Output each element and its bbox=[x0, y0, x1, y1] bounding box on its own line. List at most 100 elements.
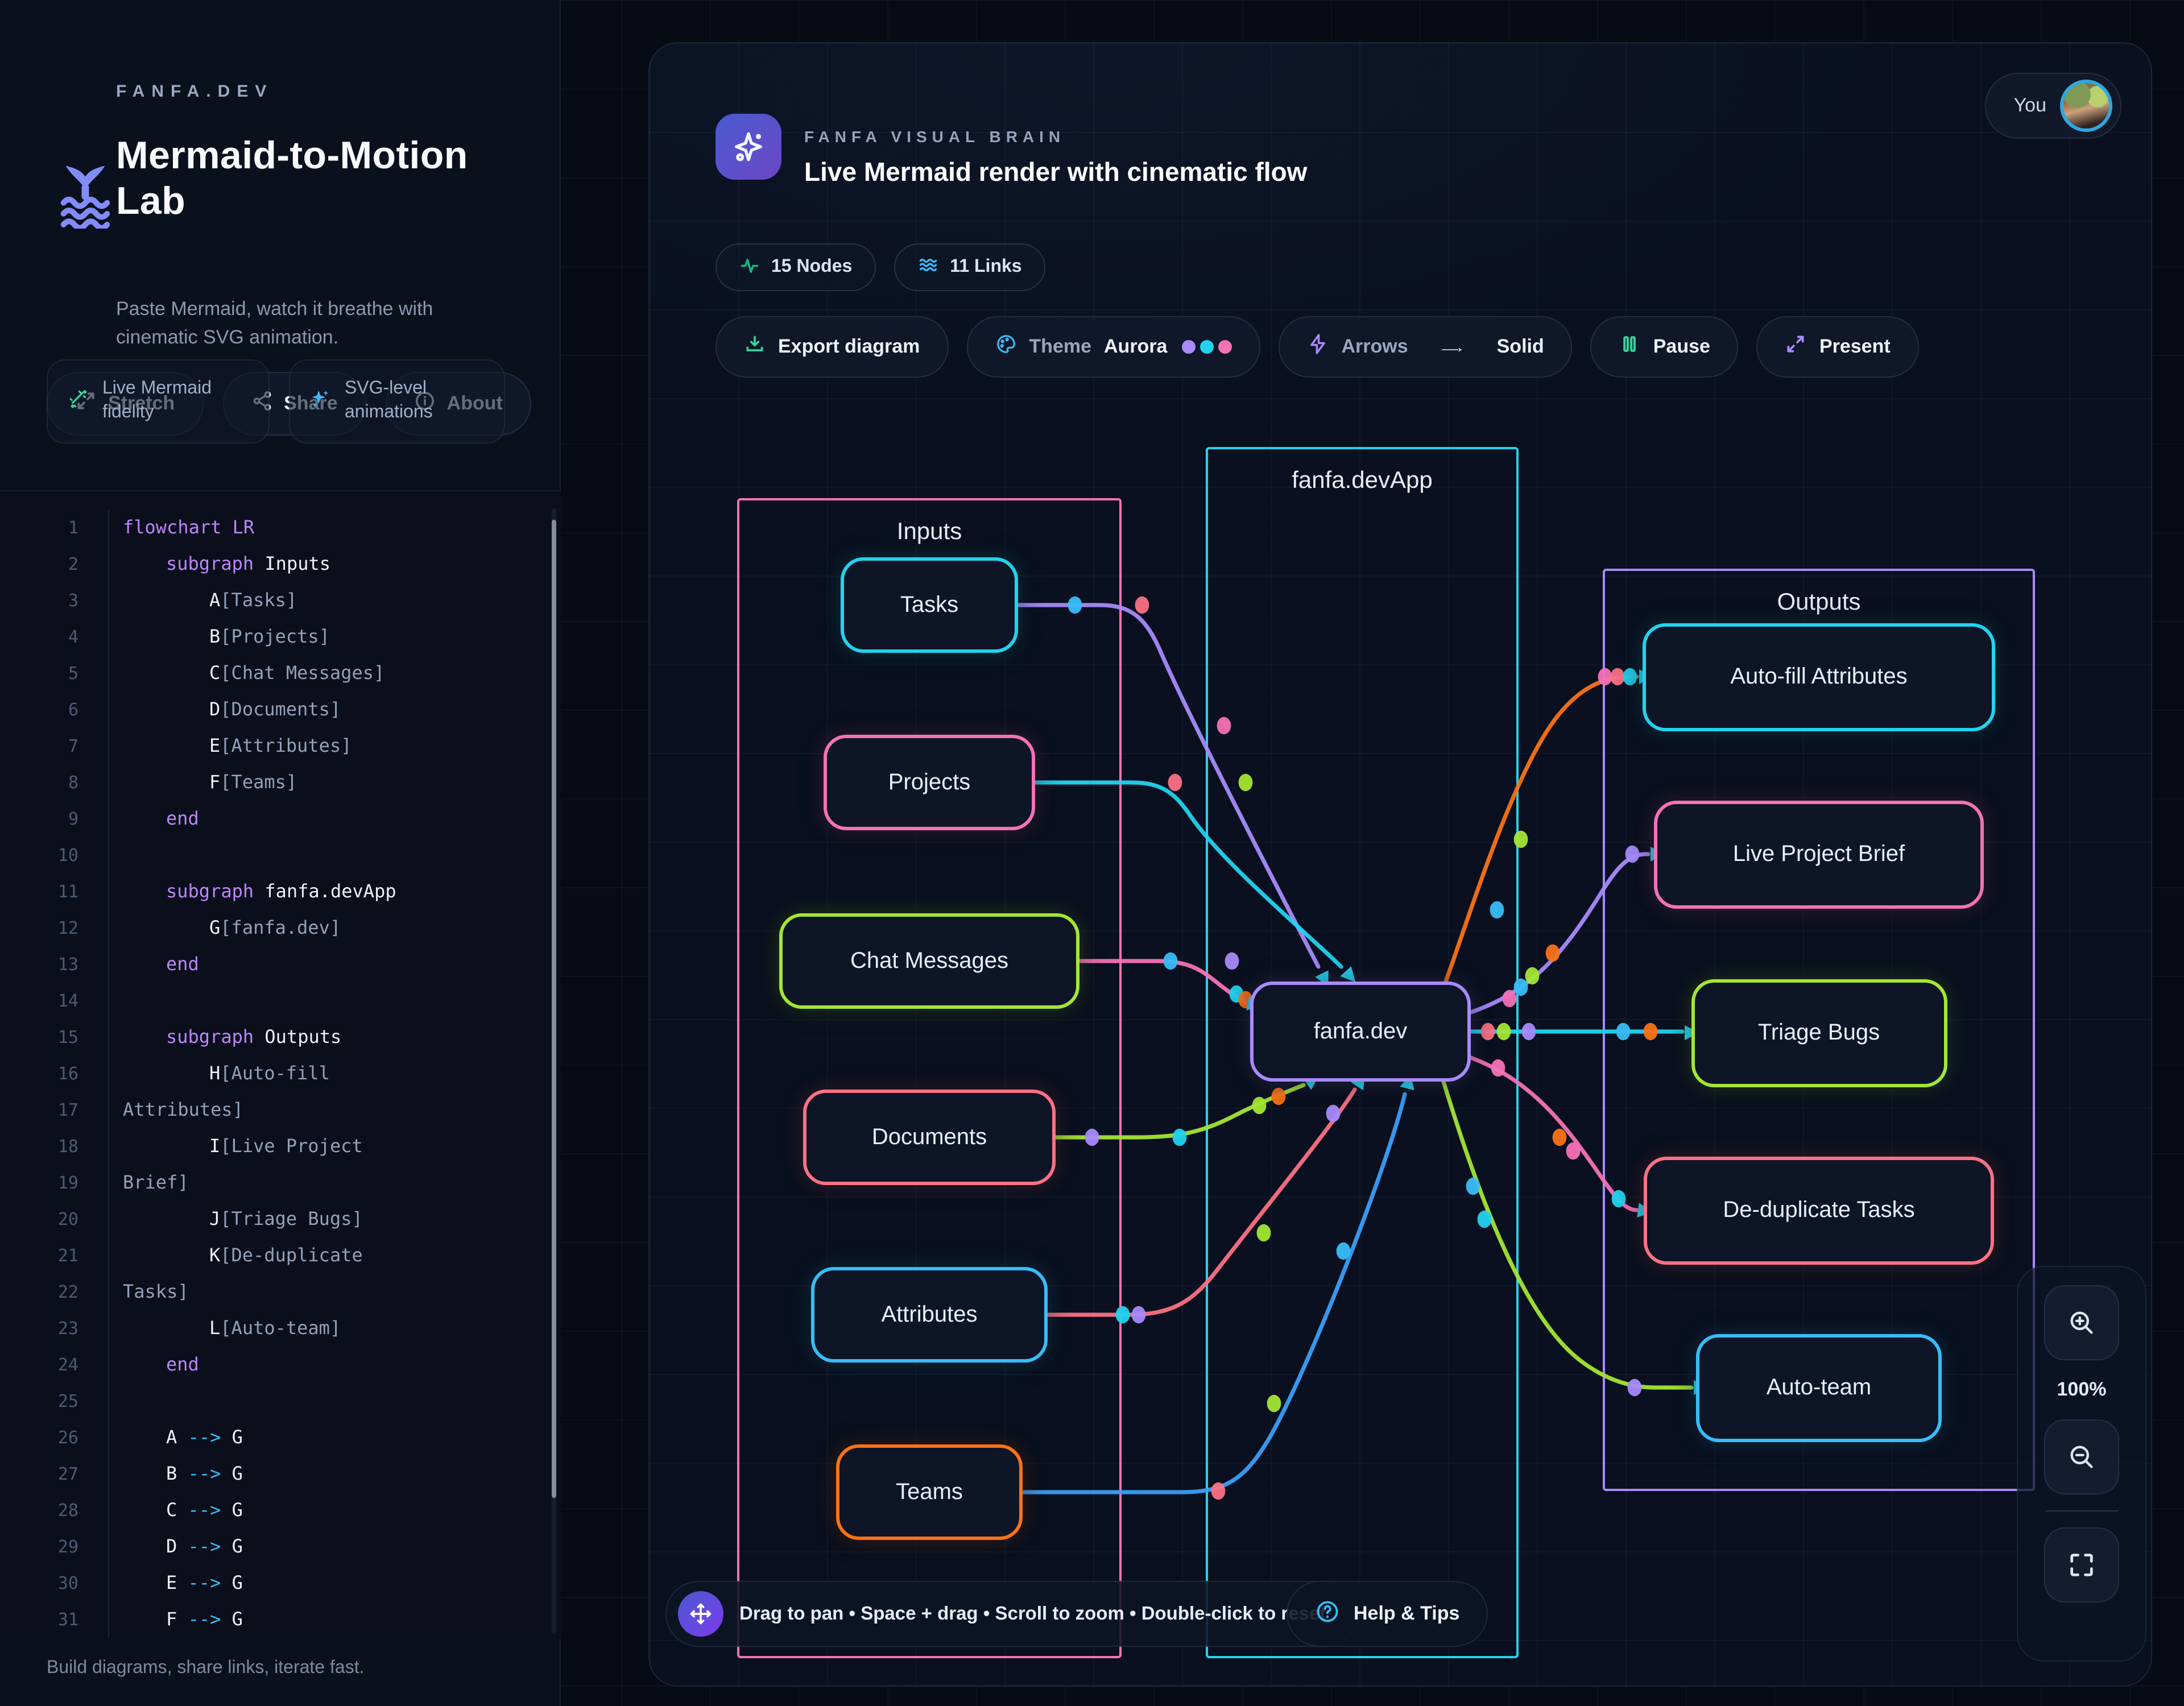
code-text: subgraph Outputs bbox=[109, 1019, 341, 1055]
code-token: Inputs bbox=[264, 553, 330, 574]
node-label: Projects bbox=[888, 769, 971, 794]
code-text: B[Projects] bbox=[109, 619, 330, 655]
edge-particle bbox=[1211, 1482, 1226, 1500]
editor-scrollbar[interactable] bbox=[552, 508, 556, 1634]
editor-scrollbar-thumb[interactable] bbox=[552, 520, 556, 1498]
edge-particle bbox=[1326, 1104, 1341, 1123]
edge-particle bbox=[1168, 773, 1182, 792]
code-text bbox=[109, 837, 123, 873]
code-token: I bbox=[209, 1135, 221, 1157]
code-text: Brief] bbox=[109, 1165, 189, 1201]
code-token: subgraph bbox=[166, 553, 265, 574]
present-icon bbox=[1785, 333, 1807, 361]
diagram-edge-E-G bbox=[1045, 1087, 1357, 1317]
edge-particle bbox=[1131, 1306, 1146, 1324]
zoom-in-button[interactable] bbox=[2044, 1285, 2119, 1360]
node-label: Documents bbox=[871, 1124, 987, 1149]
edge-particle bbox=[1217, 717, 1231, 735]
code-token: L bbox=[209, 1317, 221, 1339]
feature-badges: Live Mermaid fidelity SVG-level animatio… bbox=[47, 359, 505, 444]
line-number: 17 bbox=[0, 1092, 109, 1128]
code-text: end bbox=[109, 801, 199, 837]
code-token: H bbox=[209, 1062, 221, 1084]
edge-particle bbox=[1271, 1087, 1286, 1105]
edge-particle bbox=[1238, 773, 1253, 792]
pan-hint-text: Drag to pan • Space + drag • Scroll to z… bbox=[739, 1603, 1326, 1624]
zoom-out-button[interactable] bbox=[2044, 1419, 2119, 1494]
code-token: G bbox=[231, 1572, 243, 1593]
diagram-node-D[interactable]: Documents bbox=[803, 1090, 1056, 1185]
brand-label: FANFA.DEV bbox=[116, 82, 274, 101]
theme-dot bbox=[1218, 340, 1232, 354]
diagram-node-C[interactable]: Chat Messages bbox=[779, 913, 1079, 1009]
subgraph-inputs bbox=[737, 498, 1122, 1658]
code-token: Tasks] bbox=[123, 1281, 189, 1302]
edge-particle bbox=[1490, 901, 1504, 919]
arrows-style-selector[interactable]: Arrows Solid bbox=[1279, 316, 1573, 378]
edge-particle bbox=[1616, 1022, 1631, 1041]
theme-selector[interactable]: Theme Aurora bbox=[966, 316, 1261, 378]
code-line: 14 bbox=[0, 983, 561, 1019]
line-number: 30 bbox=[0, 1565, 109, 1601]
code-token: D bbox=[166, 1535, 188, 1557]
diagram-node-F[interactable]: Teams bbox=[836, 1444, 1023, 1540]
edge-particle bbox=[1502, 989, 1517, 1008]
code-text: Tasks] bbox=[109, 1274, 189, 1310]
code-line: 10 bbox=[0, 837, 561, 873]
diagram-node-K[interactable]: De-duplicate Tasks bbox=[1644, 1156, 1994, 1264]
subgraph-label-app: fanfa.devApp bbox=[1292, 467, 1433, 494]
export-diagram-button[interactable]: Export diagram bbox=[715, 316, 949, 378]
diagram-node-H[interactable]: Auto-fill Attributes bbox=[1643, 623, 1995, 731]
zoom-level-readout: 100% bbox=[2057, 1378, 2107, 1400]
help-tips-button[interactable]: Help & Tips bbox=[1287, 1581, 1488, 1647]
line-number: 25 bbox=[0, 1383, 109, 1419]
code-token: F bbox=[209, 771, 221, 793]
diagram-node-A[interactable]: Tasks bbox=[841, 557, 1018, 653]
diagram-node-I[interactable]: Live Project Brief bbox=[1654, 800, 1984, 908]
theme-dot bbox=[1182, 340, 1196, 354]
code-token: E bbox=[166, 1572, 188, 1593]
sidebar-footer: Build diagrams, share links, iterate fas… bbox=[47, 1658, 365, 1678]
pan-move-icon bbox=[678, 1591, 723, 1637]
line-number: 4 bbox=[0, 619, 109, 655]
diagram-edge-B-G bbox=[1033, 780, 1343, 969]
fullscreen-button[interactable] bbox=[2044, 1527, 2119, 1603]
line-number: 18 bbox=[0, 1128, 109, 1165]
code-token: --> bbox=[188, 1463, 232, 1484]
app-tagline: Paste Mermaid, watch it breathe with cin… bbox=[116, 298, 433, 348]
line-number: 26 bbox=[0, 1419, 109, 1456]
diagram-node-L[interactable]: Auto-team bbox=[1696, 1334, 1942, 1442]
diagram-edge-G-L bbox=[1441, 1079, 1694, 1390]
diagram-svg bbox=[1016, 596, 1709, 1500]
present-button[interactable]: Present bbox=[1756, 316, 1919, 378]
diagram-node-B[interactable]: Projects bbox=[824, 735, 1035, 830]
diagram-edge-G-H bbox=[1443, 674, 1639, 984]
user-avatar[interactable] bbox=[2060, 80, 2112, 132]
diagram-node-E[interactable]: Attributes bbox=[811, 1267, 1048, 1363]
edge-particle bbox=[1545, 944, 1560, 962]
user-pill[interactable]: You bbox=[1985, 73, 2121, 139]
node-label: Auto-fill Attributes bbox=[1730, 664, 1908, 689]
node-label: Teams bbox=[896, 1479, 963, 1504]
pause-button[interactable]: Pause bbox=[1590, 316, 1739, 378]
diagram-node-J[interactable]: Triage Bugs bbox=[1691, 979, 1947, 1087]
node-label: Auto-team bbox=[1766, 1374, 1872, 1399]
sidebar: FANFA.DEV Mermaid-to-Motion Lab Paste Me… bbox=[0, 0, 561, 1706]
edge-particle bbox=[1085, 1128, 1099, 1146]
long-arrow-icon bbox=[1421, 339, 1484, 355]
edge-particle bbox=[1491, 1059, 1505, 1077]
edge-particle bbox=[1336, 1242, 1351, 1260]
diagram-node-G[interactable]: fanfa.dev bbox=[1250, 982, 1471, 1082]
